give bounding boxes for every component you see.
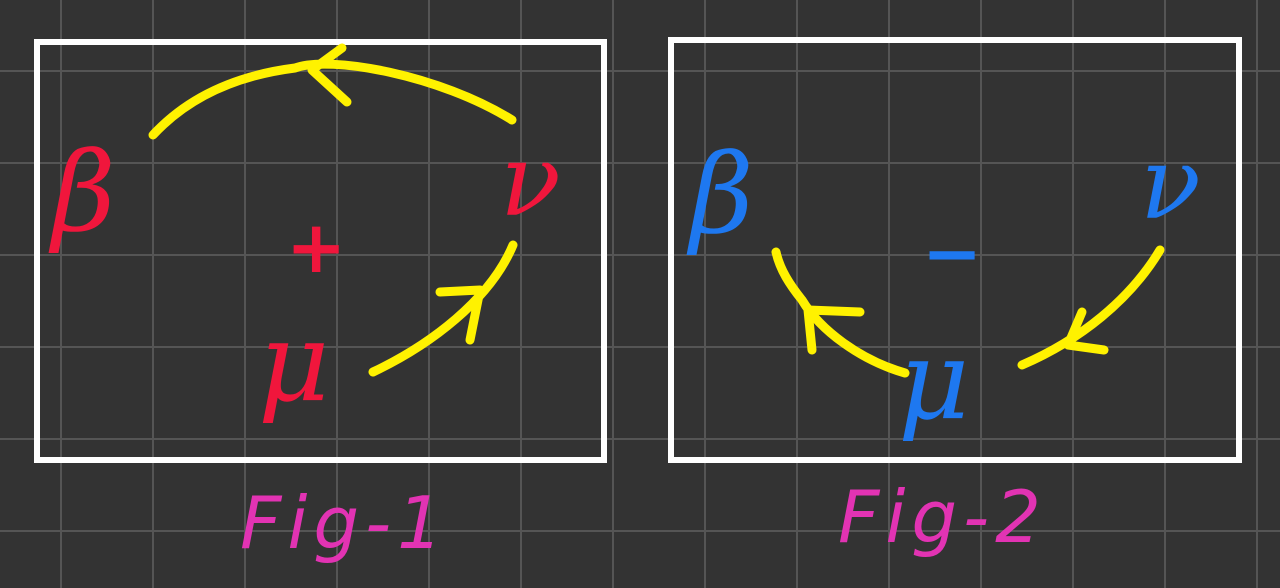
fig2-caption: Fig-2 [838, 475, 1047, 559]
fig1-arc-arrowhead [307, 43, 352, 107]
fig2-arrow-nu-to-mu [1017, 245, 1165, 370]
fig1-arc-nu-to-beta [148, 59, 517, 140]
fig2-beta-label: β [686, 130, 754, 258]
fig2-arrow2-arrowhead [803, 305, 865, 355]
fig1-arrow-mu-to-nu [368, 240, 518, 377]
fig2-mu-label: μ [898, 316, 970, 444]
fig1-mu-label: μ [258, 298, 330, 426]
fig2-arrow1-arrowhead [1063, 307, 1109, 355]
fig1-frame [34, 39, 607, 463]
fig1-caption: Fig-1 [240, 481, 449, 565]
fig2-frame [668, 37, 1242, 463]
fig2-nu-label: ν [1140, 125, 1201, 242]
figure-1: β ν + μ [34, 39, 607, 463]
fig2-minus-sign: − [922, 211, 982, 295]
fig1-plus-sign: + [286, 205, 346, 289]
fig1-nu-label: ν [500, 122, 561, 239]
fig1-beta-label: β [48, 128, 116, 256]
figure-2: β ν − μ [668, 37, 1242, 463]
fig1-arrow-arrowhead [435, 285, 485, 345]
